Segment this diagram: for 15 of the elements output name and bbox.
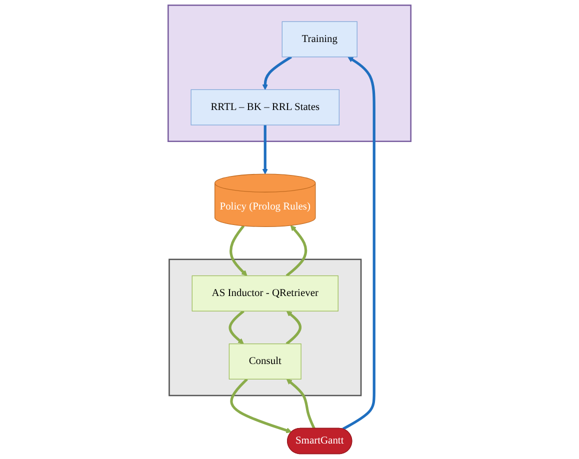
arrow xyxy=(230,378,292,434)
arrow xyxy=(286,378,316,430)
arrow xyxy=(286,310,302,345)
arrow xyxy=(286,225,308,277)
arrow xyxy=(262,56,292,90)
arrow xyxy=(230,225,248,276)
node-box: RRTL – BK – RRL States xyxy=(190,89,340,126)
arrow xyxy=(262,125,268,174)
arrow xyxy=(342,56,376,430)
cluster xyxy=(168,4,412,142)
cluster xyxy=(168,258,362,396)
node-box: Consult xyxy=(228,344,302,380)
node-box: AS Inductor - QRetriever xyxy=(192,275,338,312)
node-box: Training xyxy=(282,21,358,58)
arrow xyxy=(228,310,244,344)
